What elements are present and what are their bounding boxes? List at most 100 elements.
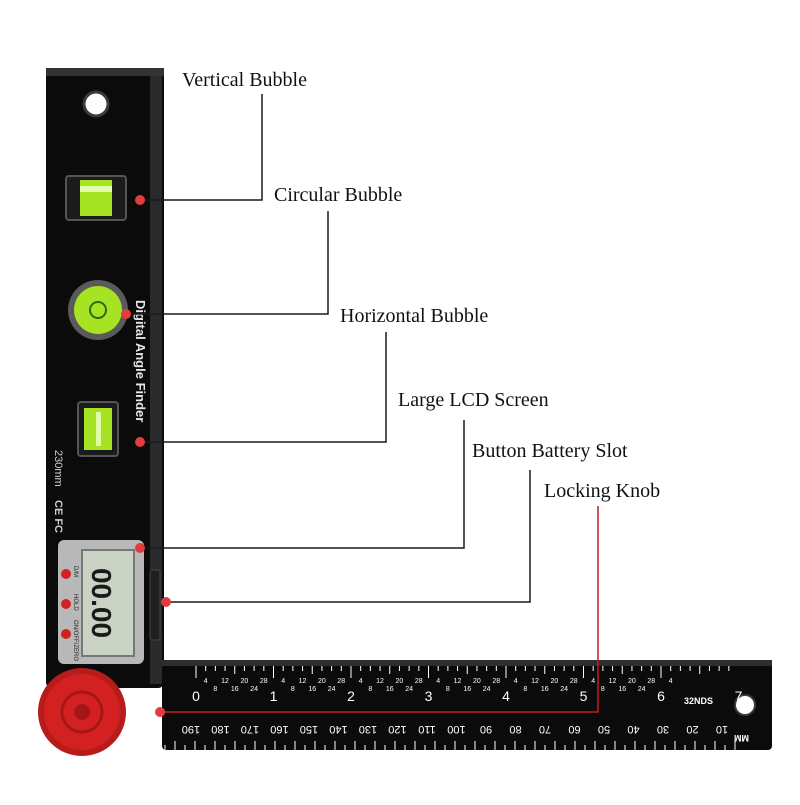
inch-fraction-label: 28	[492, 678, 500, 685]
lcd-screen	[81, 549, 135, 657]
inch-number: 3	[425, 688, 433, 704]
dot-circular-bubble	[121, 309, 131, 319]
inch-fraction-label: 28	[415, 678, 423, 685]
knob-emboss	[60, 690, 104, 734]
locking-knob[interactable]	[38, 668, 126, 756]
horizontal-arm-edge	[162, 660, 772, 666]
inch-fraction-label: 4	[359, 678, 363, 685]
inch-fraction-label: 20	[318, 678, 326, 685]
mm-number: 70	[539, 723, 551, 735]
inch-fraction-label: 28	[647, 678, 655, 685]
inch-fraction-label: 12	[299, 678, 307, 685]
horizontal-arm-body	[162, 660, 772, 750]
inch-fraction-label: 16	[618, 686, 626, 693]
label-vertical-bubble: Vertical Bubble	[182, 69, 307, 91]
inch-fraction-label: 16	[231, 686, 239, 693]
inch-number: 2	[347, 688, 355, 704]
inch-fraction-label: 12	[454, 678, 462, 685]
mm-number: 150	[300, 723, 318, 735]
circular-bubble-target	[89, 301, 107, 319]
button-label-zero: ON/OFF/ZERO	[72, 620, 78, 661]
inch-fraction-label: 24	[250, 686, 258, 693]
inch-unit-label: 32NDS	[684, 696, 713, 706]
inch-fraction-label: 20	[241, 678, 249, 685]
mm-number: 160	[270, 723, 288, 735]
mm-number: 100	[447, 723, 465, 735]
inch-fraction-label: 4	[514, 678, 518, 685]
inch-fraction-label: 24	[328, 686, 336, 693]
leader-lines	[126, 94, 531, 603]
mm-number: 80	[509, 723, 521, 735]
label-horizontal-bubble: Horizontal Bubble	[340, 305, 489, 327]
mm-number: 50	[598, 723, 610, 735]
inch-fraction-label: 4	[591, 678, 595, 685]
inch-fraction-label: 24	[405, 686, 413, 693]
knob-center	[74, 704, 90, 720]
mm-number: 30	[657, 723, 669, 735]
inch-fraction-label: 8	[446, 686, 450, 693]
inch-fraction-label: 8	[601, 686, 605, 693]
mm-number: 60	[568, 723, 580, 735]
inch-fraction-label: 8	[523, 686, 527, 693]
ruler-ticks	[164, 666, 736, 750]
inch-fraction-label: 8	[213, 686, 217, 693]
mm-number: 90	[480, 723, 492, 735]
inch-fraction-label: 28	[570, 678, 578, 685]
inch-fraction-label: 16	[308, 686, 316, 693]
mm-number: 110	[418, 723, 436, 735]
ruler-hole	[734, 694, 756, 716]
label-locking-knob: Locking Knob	[544, 480, 661, 502]
lcd-reading: 00.00	[86, 568, 117, 638]
inch-number: 1	[270, 688, 278, 704]
inch-fraction-label: 4	[436, 678, 440, 685]
inch-fraction-label: 24	[638, 686, 646, 693]
button-label-hold: HOLD	[72, 594, 78, 611]
hold-button[interactable]	[61, 599, 71, 609]
mm-number: 140	[329, 723, 347, 735]
mm-number: 130	[359, 723, 377, 735]
mm-number: 40	[627, 723, 639, 735]
mm-unit-label: MM	[734, 733, 749, 743]
dot-lcd-screen	[135, 543, 145, 553]
inch-fraction-label: 16	[386, 686, 394, 693]
inch-fraction-label: 16	[541, 686, 549, 693]
size-text: 230mm	[52, 450, 64, 487]
label-button-battery-slot: Button Battery Slot	[472, 440, 628, 462]
label-circular-bubble: Circular Bubble	[274, 184, 403, 206]
leader-locking-knob	[160, 506, 599, 713]
inch-fraction-label: 4	[669, 678, 673, 685]
leader-horizontal-bubble	[140, 332, 387, 443]
vertical-bubble-highlight	[80, 186, 112, 192]
cert-text: CE FC	[52, 500, 64, 533]
label-large-lcd-screen: Large LCD Screen	[398, 389, 549, 411]
inch-fraction-label: 12	[531, 678, 539, 685]
zero-button[interactable]	[61, 629, 71, 639]
inch-number: 6	[657, 688, 665, 704]
mm-number: 10	[716, 723, 728, 735]
horizontal-bubble-highlight	[96, 412, 101, 446]
dot-locking-knob	[155, 707, 165, 717]
mm-scale: 1020304050607080901001101201301401501601…	[182, 723, 728, 735]
inch-fraction-label: 4	[281, 678, 285, 685]
inch-number: 4	[502, 688, 510, 704]
mm-number: 190	[182, 723, 200, 735]
dm-button[interactable]	[61, 569, 71, 579]
battery-slot	[149, 569, 161, 641]
inch-fraction-label: 8	[291, 686, 295, 693]
inch-number: 5	[580, 688, 588, 704]
inch-fraction-label: 16	[463, 686, 471, 693]
inch-number: 7	[735, 688, 743, 704]
mm-number: 120	[388, 723, 406, 735]
inch-fraction-label: 20	[551, 678, 559, 685]
mm-number: 180	[211, 723, 229, 735]
leader-lcd-screen	[140, 420, 465, 549]
inch-fraction-label: 8	[368, 686, 372, 693]
inch-fraction-label: 12	[376, 678, 384, 685]
inch-fraction-label: 28	[337, 678, 345, 685]
inch-fraction-label: 20	[473, 678, 481, 685]
hanging-hole	[82, 90, 110, 118]
leader-vertical-bubble	[140, 94, 263, 201]
